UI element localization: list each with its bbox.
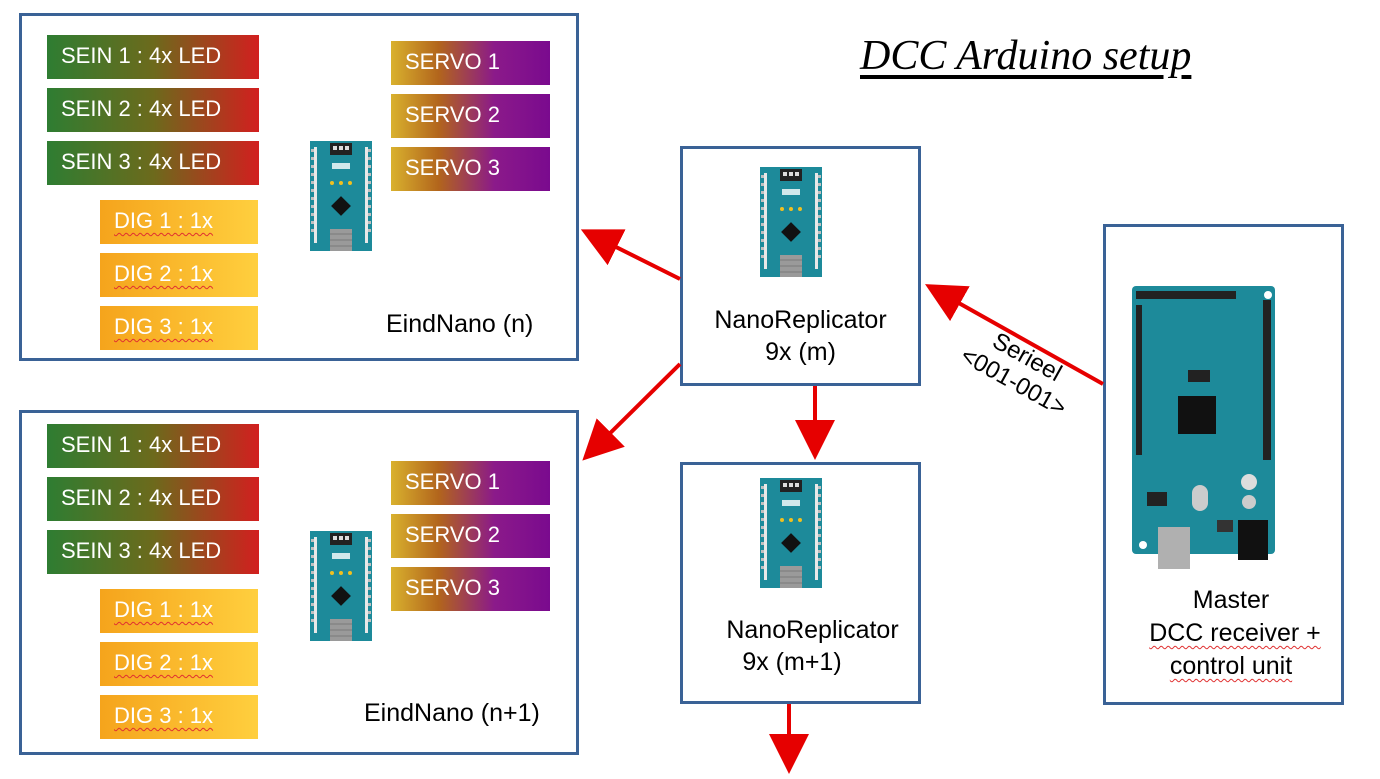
master-subtitle-text: DCC receiver +: [1149, 619, 1321, 647]
nanoreplicator-m-name: NanoReplicator: [714, 306, 887, 334]
master-title: Master: [1192, 586, 1270, 614]
arrow-master-to-replicator: [925, 284, 1104, 386]
dig-label: DIG 3 : 1x: [100, 306, 258, 350]
sein-label: SEIN 1 : 4x LED: [47, 35, 259, 79]
arduino-nano-icon: [309, 530, 373, 642]
dig-label: DIG 1 : 1x: [100, 589, 258, 633]
arrow-to-eindnano-n: [580, 229, 681, 281]
servo-label: SERVO 1: [391, 41, 550, 85]
dig-label-text: DIG 2 : 1x: [114, 261, 214, 286]
servo-label: SERVO 3: [391, 147, 550, 191]
nanoreplicator-m1-count: 9x (m+1): [742, 648, 842, 676]
arduino-mega-icon: [1132, 286, 1275, 569]
sein-label: SEIN 2 : 4x LED: [47, 477, 259, 521]
dig-label-text: DIG 2 : 1x: [114, 650, 214, 675]
dig-label: DIG 2 : 1x: [100, 642, 258, 686]
dig-label: DIG 1 : 1x: [100, 200, 258, 244]
dig-label-text: DIG 1 : 1x: [114, 208, 214, 233]
nanoreplicator-m-count: 9x (m): [765, 338, 836, 366]
servo-label: SERVO 3: [391, 567, 550, 611]
eindnano-n-caption: EindNano (n): [386, 310, 534, 338]
arrow-to-eindnano-n1: [582, 362, 682, 461]
nanoreplicator-m1-name: NanoReplicator: [726, 616, 899, 644]
sein-label: SEIN 1 : 4x LED: [47, 424, 259, 468]
arduino-nano-icon: [759, 166, 823, 278]
servo-label: SERVO 2: [391, 94, 550, 138]
dig-label: DIG 3 : 1x: [100, 695, 258, 739]
diagram-title: DCC Arduino setup: [860, 33, 1192, 79]
eindnano-n1-caption: EindNano (n+1): [364, 699, 540, 727]
dig-label-text: DIG 3 : 1x: [114, 314, 214, 339]
master-subtitle-2-text: control unit: [1169, 652, 1293, 680]
sein-label: SEIN 3 : 4x LED: [47, 530, 259, 574]
sein-label: SEIN 2 : 4x LED: [47, 88, 259, 132]
dig-label-text: DIG 1 : 1x: [114, 597, 214, 622]
servo-label: SERVO 2: [391, 514, 550, 558]
dig-label-text: DIG 3 : 1x: [114, 703, 214, 728]
arduino-nano-icon: [309, 140, 373, 252]
sein-label: SEIN 3 : 4x LED: [47, 141, 259, 185]
master-subtitle-2: control unit: [1103, 650, 1359, 682]
dig-label: DIG 2 : 1x: [100, 253, 258, 297]
master-subtitle: DCC receiver +: [1103, 617, 1367, 649]
servo-label: SERVO 1: [391, 461, 550, 505]
arduino-nano-icon: [759, 477, 823, 589]
